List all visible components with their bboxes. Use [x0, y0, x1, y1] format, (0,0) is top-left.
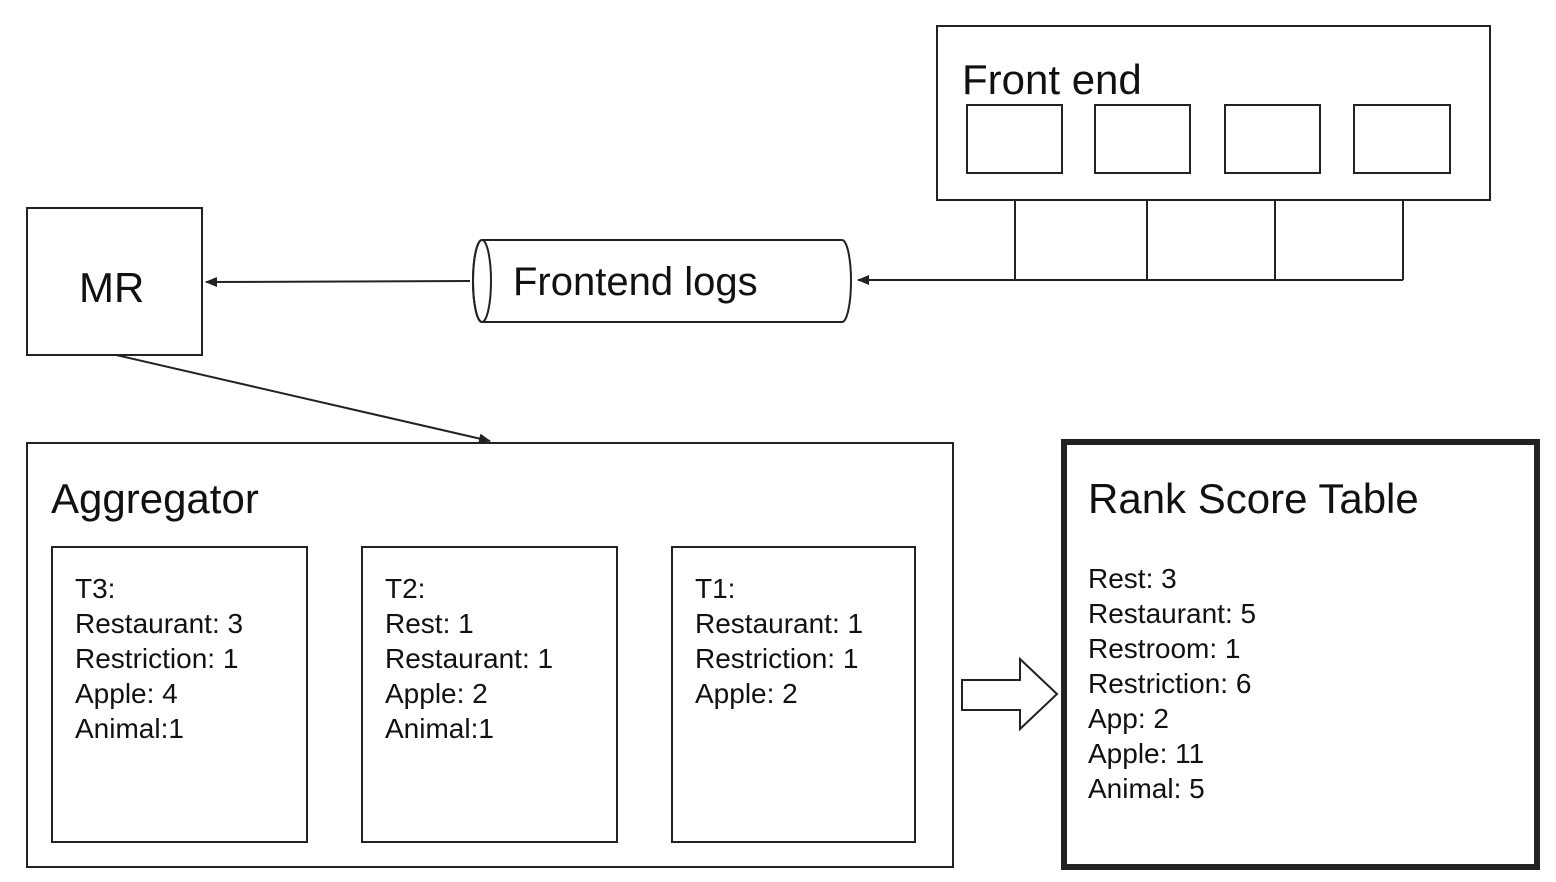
rank-score-entry: Animal: 5 — [1088, 773, 1205, 804]
aggregator-title: Aggregator — [51, 475, 259, 522]
t1-entries: T1: Restaurant: 1 Restriction: 1 Apple: … — [695, 571, 863, 711]
rank-score-entry: Restriction: 6 — [1088, 668, 1252, 699]
rank-score-entry: Rest: 3 — [1088, 563, 1177, 594]
mr-box: MR — [26, 207, 203, 356]
rank-score-entry: Restaurant: 5 — [1088, 598, 1257, 629]
rank-score-table-box: Rank Score Table Rest: 3 Restaurant: 5 R… — [1061, 439, 1540, 870]
t2-entry: Animal:1 — [385, 713, 494, 744]
t3-header: T3: — [75, 573, 116, 604]
rank-score-entry: Apple: 11 — [1088, 738, 1205, 769]
mr-to-aggregator-arrow — [115, 354, 491, 444]
rank-score-table-title: Rank Score Table — [1088, 475, 1419, 522]
t3-entry: Restaurant: 3 — [75, 608, 244, 639]
aggregator-table-t1: T1: Restaurant: 1 Restriction: 1 Apple: … — [671, 546, 916, 843]
aggregator-table-t2: T2: Rest: 1 Restaurant: 1 Apple: 2 Anima… — [361, 546, 618, 843]
t3-entries: T3: Restaurant: 3 Restriction: 1 Apple: … — [75, 571, 243, 746]
frontend-logs-cylinder — [472, 239, 852, 323]
rank-score-entries: Rest: 3 Restaurant: 5 Restroom: 1 Restri… — [1088, 561, 1256, 806]
frontend-server-1 — [966, 104, 1063, 174]
t2-entries: T2: Rest: 1 Restaurant: 1 Apple: 2 Anima… — [385, 571, 553, 746]
rank-score-entry: App: 2 — [1088, 703, 1169, 734]
t1-entry: Apple: 2 — [695, 678, 798, 709]
t3-entry: Restriction: 1 — [75, 643, 239, 674]
t1-entry: Restaurant: 1 — [695, 608, 864, 639]
t1-entry: Restriction: 1 — [695, 643, 859, 674]
aggregator-table-t3: T3: Restaurant: 3 Restriction: 1 Apple: … — [51, 546, 308, 843]
mr-label: MR — [79, 264, 145, 311]
t2-header: T2: — [385, 573, 426, 604]
t2-entry: Restaurant: 1 — [385, 643, 554, 674]
t2-entry: Apple: 2 — [385, 678, 488, 709]
rank-score-entry: Restroom: 1 — [1088, 633, 1241, 664]
t3-entry: Animal:1 — [75, 713, 184, 744]
t3-entry: Apple: 4 — [75, 678, 178, 709]
frontend-title: Front end — [962, 56, 1142, 103]
t1-header: T1: — [695, 573, 736, 604]
t2-entry: Rest: 1 — [385, 608, 474, 639]
block-arrow-icon — [961, 656, 1059, 732]
frontend-server-2 — [1094, 104, 1191, 174]
frontend-server-4 — [1353, 104, 1451, 174]
frontend-logs-label: Frontend logs — [513, 260, 758, 304]
logs-to-mr-arrow — [205, 276, 471, 287]
frontend-server-3 — [1224, 104, 1321, 174]
